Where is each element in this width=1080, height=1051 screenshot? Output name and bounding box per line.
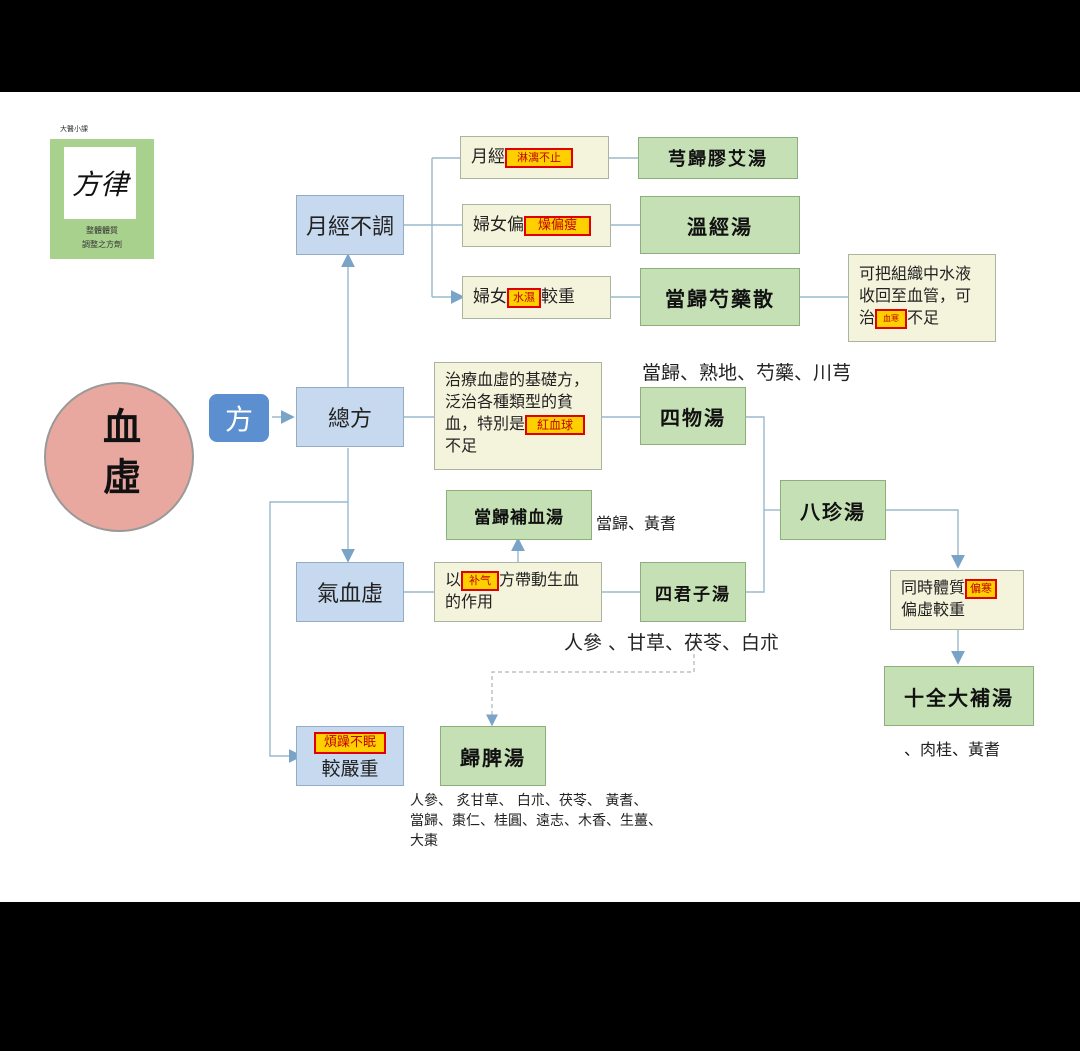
disease-title: 血虛 <box>96 407 142 507</box>
branch-qi-blood: 氣血虛 <box>296 562 404 622</box>
formula-danggui-buxue: 當歸補血湯 <box>446 490 592 540</box>
branch-menstrual: 月經不調 <box>296 195 404 255</box>
general-desc-text: 治療血虛的基礎方，泛治各種類型的貧血，特別是 <box>445 370 590 433</box>
formula-guipi: 歸脾湯 <box>440 726 546 786</box>
diagram-slide: 大醫小課 方律 整體體質 調整之方劑 血虛 方 月經不調 總方 氣血虛 煩躁不眠… <box>0 92 1080 902</box>
shiquan-ingredients: 、肉桂、黃耆 <box>904 740 1001 759</box>
qi-blood-description: 以补气方帶動生血的作用 <box>434 562 602 622</box>
condition-1-prefix: 月經 <box>471 147 505 167</box>
condition-2-tag: 燥偏瘦 <box>524 215 592 236</box>
formula-bazhen: 八珍湯 <box>780 480 886 540</box>
condition-3-prefix: 婦女 <box>473 287 507 307</box>
general-description: 治療血虛的基礎方，泛治各種類型的貧血，特別是紅血球不足 <box>434 362 602 470</box>
bazhen-note-suffix: 偏虛較重 <box>901 599 966 619</box>
bazhen-note-tag: 偏寒 <box>965 578 998 599</box>
danggui-note-tag: 血寒 <box>875 308 908 329</box>
condition-2-prefix: 婦女偏 <box>473 215 524 235</box>
guipi-ingredients-line-2: 當歸、棗仁、桂圓、遠志、木香、生薑、 <box>410 813 662 829</box>
condition-3-suffix: 較重 <box>541 287 575 307</box>
logo: 大醫小課 方律 整體體質 調整之方劑 <box>50 124 154 260</box>
formula-xiongguijiaoai: 芎歸膠艾湯 <box>638 137 798 179</box>
formula-sijunzi: 四君子湯 <box>640 562 746 622</box>
guipi-ingredients-line-1: 人參、 炙甘草、 白朮、茯苓、 黃耆、 <box>410 793 648 809</box>
logo-header: 大醫小課 <box>60 125 88 133</box>
condition-2: 婦女偏 燥偏瘦 <box>462 204 611 247</box>
guipi-ingredients-line-3: 大棗 <box>410 833 438 849</box>
danggui-note: 可把組織中水液收回至血管，可治血寒不足 <box>848 254 996 342</box>
condition-3: 婦女 水濕 較重 <box>462 276 611 319</box>
branch-severe: 煩躁不眠 較嚴重 <box>296 726 404 786</box>
formula-wenjing: 溫經湯 <box>640 196 800 254</box>
condition-1: 月經 淋漓不止 <box>460 136 609 179</box>
severe-tag: 煩躁不眠 <box>313 731 386 754</box>
sijunzi-ingredients: 人參 、甘草、茯苓、白朮 <box>564 632 780 654</box>
logo-caption-2: 調整之方劑 <box>82 240 122 249</box>
logo-caption-1: 整體體質 <box>86 226 118 235</box>
formula-dangguishaoyao: 當歸芍藥散 <box>640 268 800 326</box>
qi-tag: 补气 <box>461 570 500 591</box>
siwu-ingredients: 當歸、熟地、芍藥、川芎 <box>642 362 852 384</box>
qi-suffix: 方帶動生血的作用 <box>445 570 580 611</box>
logo-panel: 方律 整體體質 調整之方劑 <box>50 139 154 259</box>
logo-calligraphy: 方律 <box>64 147 136 219</box>
condition-1-tag: 淋漓不止 <box>505 147 573 168</box>
bazhen-note-prefix: 同時體質 <box>901 578 966 597</box>
general-tag: 紅血球 <box>525 414 586 435</box>
qi-prefix: 以 <box>445 570 462 589</box>
formula-shiquan: 十全大補湯 <box>884 666 1034 726</box>
branch-general: 總方 <box>296 387 404 447</box>
bazhen-note: 同時體質偏寒偏虛較重 <box>890 570 1024 630</box>
formula-siwu: 四物湯 <box>640 387 746 445</box>
severe-label: 較嚴重 <box>321 757 379 780</box>
danggui-note-suffix: 不足 <box>907 308 940 327</box>
danggui-buxue-ingredients: 當歸、黃耆 <box>596 514 677 533</box>
connector-layer <box>269 157 965 763</box>
general-suffix: 不足 <box>445 436 478 455</box>
danggui-note-prefix: 可把組織中水液收回至血管，可治 <box>859 264 972 327</box>
condition-3-tag: 水濕 <box>507 287 541 308</box>
fang-box: 方 <box>209 394 269 442</box>
disease-circle: 血虛 <box>44 382 194 532</box>
